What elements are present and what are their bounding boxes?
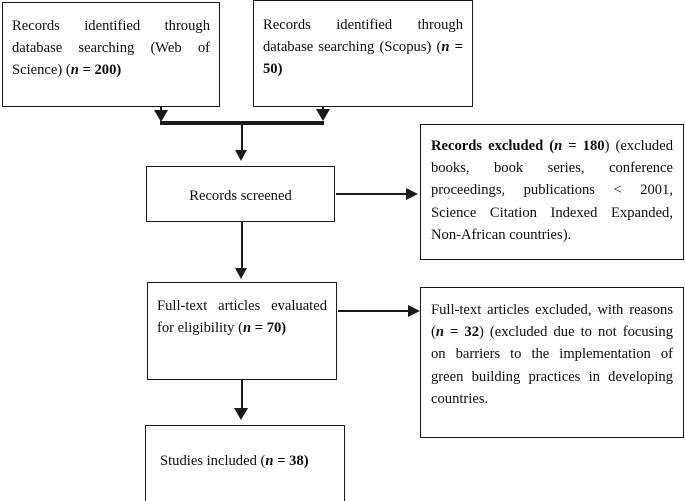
fulltext-eligibility-n-symbol: n — [242, 320, 252, 337]
fulltext-eligibility-text-lead: Full-text articles evaluated for eligibi… — [157, 298, 327, 337]
studies-included-n-eq: = — [273, 453, 290, 469]
connector-screened-to-excluded-line — [336, 193, 408, 195]
records-excluded-text-lead: Records excluded ( — [431, 138, 555, 154]
records-screened-label: Records screened — [189, 188, 292, 204]
fulltext-excluded-text-lead: Full-text articles excluded, with reason… — [431, 302, 673, 341]
connector-wos-to-merge-arrowhead — [154, 110, 168, 122]
fulltext-eligibility-text-tail: ) — [281, 320, 287, 337]
fulltext-excluded-n-value: 32 — [464, 324, 480, 341]
connector-merge-to-screened-line — [241, 123, 243, 157]
box-studies-included: Studies included (n = 38) — [145, 425, 345, 501]
connector-screened-to-fulltext-arrowhead — [235, 268, 247, 279]
box-records-excluded-text: Records excluded (n = 180) (excluded boo… — [421, 135, 683, 246]
connector-merge-to-screened-arrowhead — [235, 150, 247, 161]
fulltext-excluded-n-eq: = — [444, 324, 465, 341]
box-fulltext-excluded-text: Full-text articles excluded, with reason… — [421, 299, 683, 410]
scopus-n-value: 50 — [263, 61, 278, 78]
box-records-identified-wos: Records identified through database sear… — [2, 2, 220, 107]
connector-screened-to-fulltext-line — [241, 222, 243, 272]
records-excluded-n-symbol: n — [554, 138, 563, 154]
scopus-n-eq: = — [449, 39, 463, 56]
fulltext-excluded-n-symbol: n — [435, 324, 444, 341]
scopus-text-tail: ) — [277, 61, 283, 78]
wos-text-lead: Records identified through database sear… — [12, 18, 210, 79]
connector-screened-to-excluded-arrowhead — [406, 188, 418, 200]
box-studies-included-text: Studies included (n = 38) — [146, 450, 344, 472]
wos-text-tail: ) — [116, 62, 122, 79]
box-records-identified-scopus: Records identified through database sear… — [253, 0, 473, 107]
scopus-text-lead: Records identified through database sear… — [263, 17, 463, 56]
studies-included-text-tail: ) — [303, 453, 309, 469]
fulltext-eligibility-n-value: 70 — [266, 320, 282, 337]
records-excluded-n-value: 180 — [582, 138, 605, 154]
box-records-excluded: Records excluded (n = 180) (excluded boo… — [420, 124, 684, 260]
studies-included-n-value: 38 — [289, 453, 304, 469]
box-records-screened: Records screened — [146, 166, 335, 222]
box-records-screened-text: Records screened — [147, 185, 334, 207]
wos-n-symbol: n — [70, 62, 79, 79]
box-records-identified-scopus-text: Records identified through database sear… — [254, 14, 472, 81]
connector-scopus-to-merge-arrowhead — [316, 109, 330, 121]
wos-n-value: 200 — [94, 62, 117, 79]
connector-fulltext-to-included-arrowhead — [234, 408, 248, 420]
studies-included-text-lead: Studies included ( — [160, 453, 266, 469]
box-records-identified-wos-text: Records identified through database sear… — [3, 15, 219, 82]
connector-fulltext-to-included-line — [241, 380, 243, 413]
records-excluded-n-eq: = — [562, 138, 583, 154]
connector-fulltext-to-excluded-line — [338, 310, 410, 312]
fulltext-excluded-text-tail: ) (excluded due to not focusing on barri… — [431, 324, 673, 407]
studies-included-n-symbol: n — [265, 453, 274, 469]
scopus-n-symbol: n — [441, 39, 450, 56]
records-excluded-text-tail: ) (excluded books, book series, conferen… — [431, 138, 673, 243]
connector-fulltext-to-excluded-arrowhead — [408, 305, 420, 317]
box-fulltext-eligibility: Full-text articles evaluated for eligibi… — [147, 282, 337, 380]
box-fulltext-eligibility-text: Full-text articles evaluated for eligibi… — [148, 295, 336, 339]
fulltext-eligibility-n-eq: = — [251, 320, 267, 337]
wos-n-eq: = — [78, 62, 95, 79]
box-fulltext-excluded: Full-text articles excluded, with reason… — [420, 287, 684, 438]
